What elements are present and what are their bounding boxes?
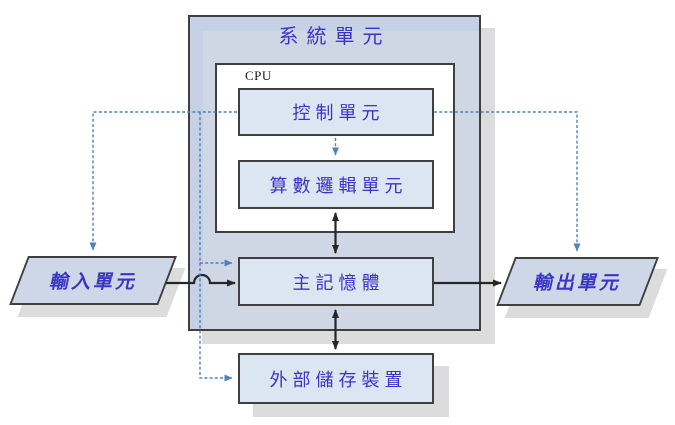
control-unit-label: 控制單元 xyxy=(292,103,385,124)
output-unit-label: 輸出單元 xyxy=(532,272,626,294)
external-storage-box: 外部儲存裝置 xyxy=(238,353,434,404)
alu-box: 算數邏輯單元 xyxy=(238,160,434,209)
system-unit-title: 系統單元 xyxy=(278,24,391,48)
external-storage-label: 外部儲存裝置 xyxy=(269,369,408,391)
main-memory-label: 主記憶體 xyxy=(292,272,385,294)
cpu-label: CPU xyxy=(245,68,272,83)
alu-label: 算數邏輯單元 xyxy=(269,175,408,197)
main-memory-box: 主記憶體 xyxy=(238,257,434,306)
control-unit-box: 控制單元 xyxy=(238,88,434,136)
input-unit-parallelogram: 輸入單元 xyxy=(9,256,178,305)
input-unit-label: 輸入單元 xyxy=(47,271,141,293)
output-unit-parallelogram: 輸出單元 xyxy=(496,257,659,306)
